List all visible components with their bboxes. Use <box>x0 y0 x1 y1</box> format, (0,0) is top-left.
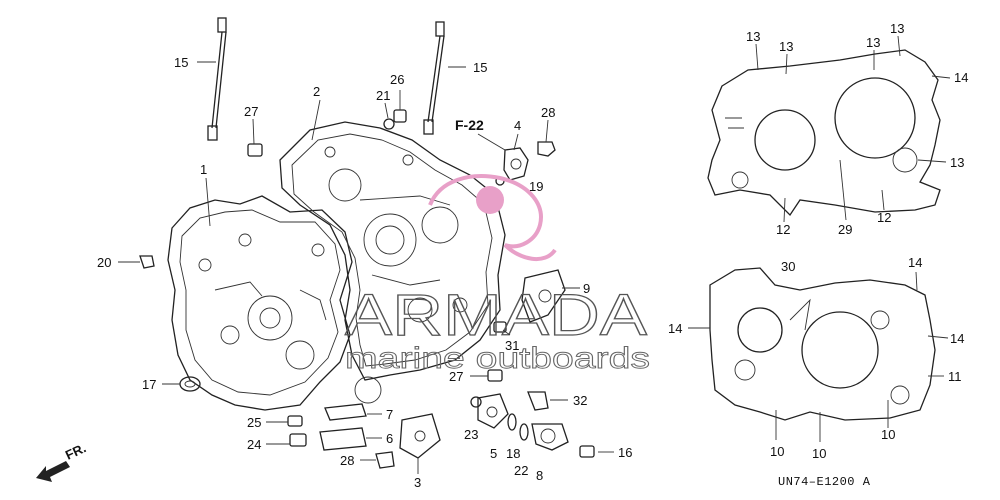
callout-15-right: 15 <box>473 60 487 75</box>
callout-25: 25 <box>247 415 261 430</box>
callout-16: 16 <box>618 445 632 460</box>
reed-valve-6 <box>319 427 367 451</box>
callout-18: 18 <box>506 446 520 461</box>
callout-24: 24 <box>247 437 261 452</box>
bolt-31 <box>493 321 507 333</box>
drawing-code: UN74–E1200 A <box>778 475 871 489</box>
reed-valve-7 <box>324 403 367 421</box>
callout-28-lower: 28 <box>340 453 354 468</box>
o-ring-18 <box>507 413 517 431</box>
front-direction-arrow: FR. <box>36 440 88 482</box>
front-label: FR. <box>63 440 88 462</box>
cover-5 <box>477 393 509 429</box>
callout-15-left: 15 <box>174 55 188 70</box>
callout-28-upper: 28 <box>541 105 555 120</box>
callout-13-c: 13 <box>866 35 880 50</box>
dowel-pin-27-lower <box>487 369 503 382</box>
front-arrow-icon <box>36 461 70 482</box>
callout-29: 29 <box>838 222 852 237</box>
leader-lines <box>118 35 951 474</box>
callout-13-a: 13 <box>746 29 760 44</box>
callout-12-a: 12 <box>776 222 790 237</box>
callout-1: 1 <box>200 162 207 177</box>
o-ring-22 <box>519 423 529 441</box>
tensioner-4 <box>503 147 529 181</box>
bolt-28-upper <box>537 141 556 157</box>
callout-4: 4 <box>514 118 521 133</box>
bolt-20 <box>139 255 155 269</box>
callout-19: 19 <box>529 179 543 194</box>
switch-8 <box>531 423 569 451</box>
watermark-swirl <box>428 174 557 262</box>
washer-24 <box>289 433 307 447</box>
watermark-tagline: marine outboards <box>345 342 650 375</box>
callout-10-a: 10 <box>770 444 784 459</box>
callout-7: 7 <box>386 407 393 422</box>
callout-2: 2 <box>313 84 320 99</box>
callout-labels: 15 15 1 2 27 26 21 F-22 4 28 19 20 17 9 … <box>97 21 968 490</box>
dowel-pin-27-upper <box>247 143 263 157</box>
bolt-16 <box>579 445 595 458</box>
dowel-pin-26 <box>393 109 407 123</box>
callout-8: 8 <box>536 468 543 483</box>
bolt-32 <box>527 391 549 411</box>
washer-23 <box>470 396 482 408</box>
crankcase-gasket-lower <box>709 267 936 421</box>
crankcase-gasket-upper <box>707 49 941 217</box>
callout-14-a: 14 <box>954 70 968 85</box>
callout-27-lower: 27 <box>449 369 463 384</box>
callout-23: 23 <box>464 427 478 442</box>
dowel-pin-21 <box>383 118 395 130</box>
bolt-25 <box>287 415 303 427</box>
callout-5: 5 <box>490 446 497 461</box>
callout-12-b: 12 <box>877 210 891 225</box>
bolt-28-lower <box>375 451 395 469</box>
callout-10-c: 10 <box>881 427 895 442</box>
callout-22: 22 <box>514 463 528 478</box>
callout-14-d: 14 <box>950 331 964 346</box>
callout-10-b: 10 <box>812 446 826 461</box>
callout-13-b: 13 <box>779 39 793 54</box>
callout-6: 6 <box>386 431 393 446</box>
watermark-dot <box>476 186 504 214</box>
callout-21: 21 <box>376 88 390 103</box>
watermark-brand: ARMADA <box>345 283 647 348</box>
callout-26: 26 <box>390 72 404 87</box>
callout-11: 11 <box>948 369 962 384</box>
stud-bolt-left <box>207 17 227 141</box>
callout-30: 30 <box>781 259 795 274</box>
crankcase-right-half <box>279 121 506 404</box>
callout-3: 3 <box>414 475 421 490</box>
callout-13-e: 13 <box>950 155 964 170</box>
callout-32: 32 <box>573 393 587 408</box>
callout-14-c: 14 <box>668 321 682 336</box>
breather-plate-9 <box>521 269 566 323</box>
callout-14-b: 14 <box>908 255 922 270</box>
callout-20: 20 <box>97 255 111 270</box>
callout-27-upper: 27 <box>244 104 258 119</box>
reference-f22: F-22 <box>455 117 484 133</box>
stud-bolt-right <box>423 21 445 135</box>
callout-9: 9 <box>583 281 590 296</box>
callout-13-d: 13 <box>890 21 904 36</box>
plate-3 <box>399 413 441 459</box>
crankcase-left-half <box>167 195 353 411</box>
callout-17: 17 <box>142 377 156 392</box>
callout-31: 31 <box>505 338 519 353</box>
watermark: ARMADA marine outboards <box>344 174 650 375</box>
